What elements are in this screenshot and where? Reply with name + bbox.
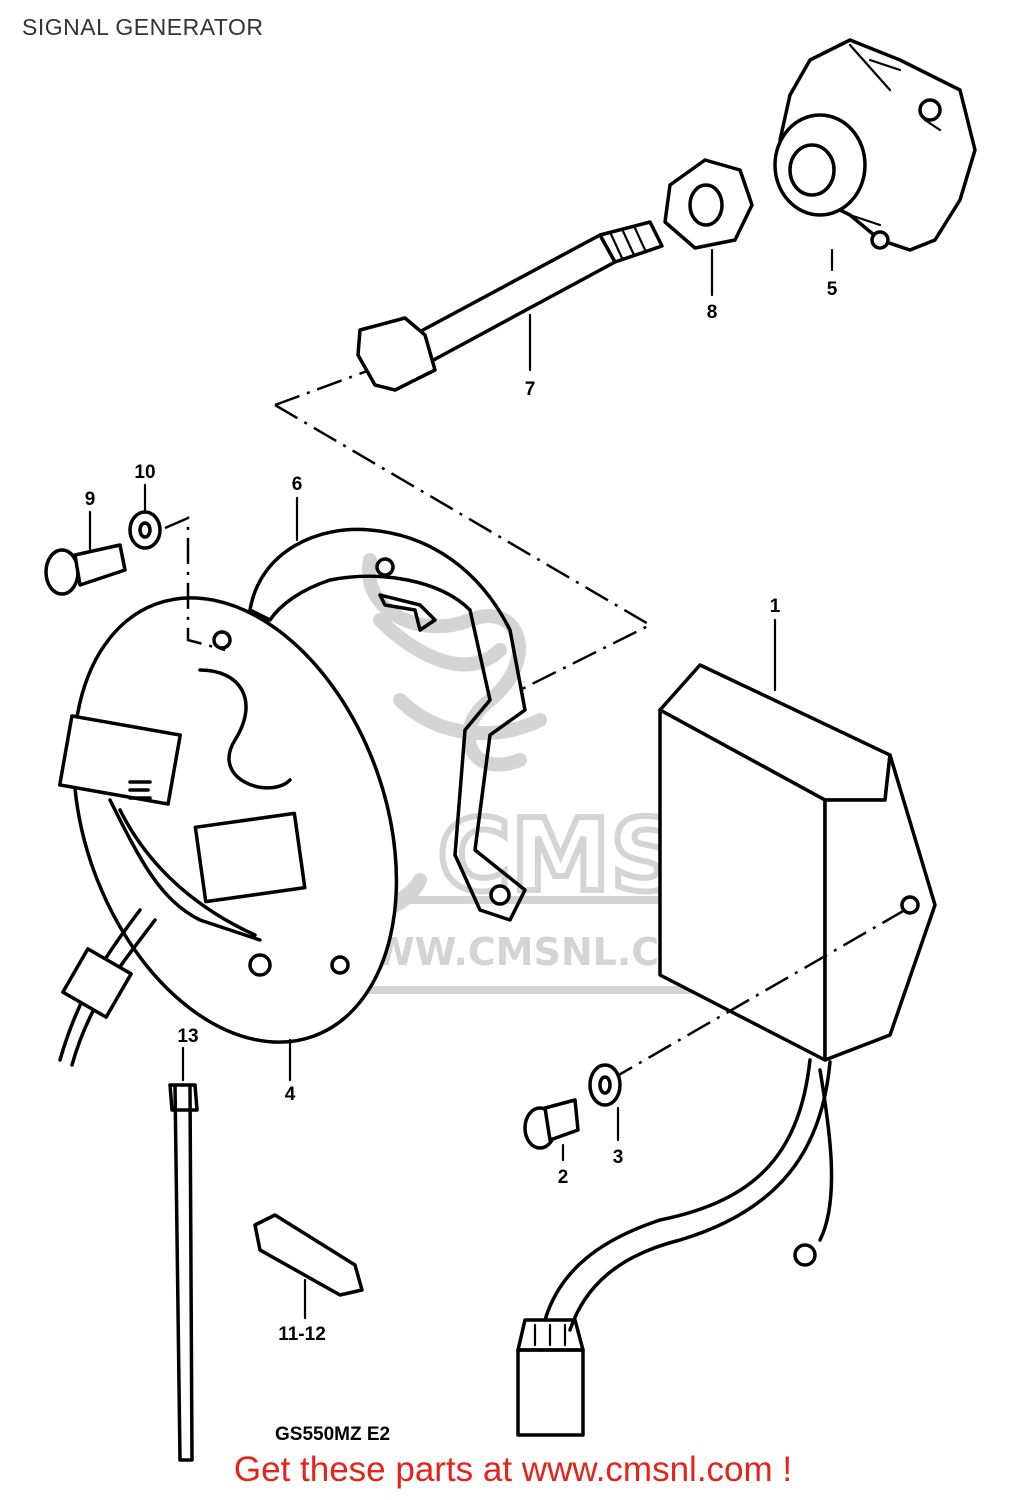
- model-code: GS550MZ E2: [275, 1424, 390, 1445]
- callout-3: 3: [613, 1147, 624, 1168]
- cmsnl-footer-link[interactable]: Get these parts at www.cmsnl.com !: [233, 1450, 793, 1489]
- callout-9: 9: [85, 489, 96, 510]
- callout-10: 10: [134, 462, 155, 483]
- plate-part: [58, 596, 399, 1067]
- clamp-part: [253, 1213, 364, 1297]
- gasket-part: [248, 527, 527, 922]
- plate-screw-part: [44, 543, 127, 596]
- screw-line: [164, 516, 226, 652]
- page-title: SIGNAL GENERATOR: [22, 14, 264, 40]
- cms-watermark: CMS WWW.CMSNL.COM: [296, 553, 764, 994]
- callout-11-12: 11-12: [278, 1324, 326, 1345]
- callout-1: 1: [770, 596, 781, 617]
- shaft-bolt-part: [356, 220, 664, 392]
- unit-part: [516, 663, 937, 1437]
- gasket-tab: [378, 593, 437, 632]
- gasket-hole: [489, 884, 511, 906]
- callout-13: 13: [177, 1026, 198, 1047]
- leader-lines: [88, 248, 834, 1320]
- unit-line: [609, 908, 906, 1082]
- watermark-brand: CMS: [438, 797, 683, 914]
- callout-6: 6: [292, 474, 303, 495]
- band-part: [168, 1083, 199, 1462]
- callout-5: 5: [827, 279, 838, 300]
- callout-8: 8: [707, 302, 718, 323]
- callout-2: 2: [558, 1167, 569, 1188]
- callout-7: 7: [525, 379, 536, 400]
- assembly-line: [274, 368, 653, 692]
- nut-part: [663, 158, 754, 250]
- governor-part: [773, 38, 977, 252]
- screw-part: [523, 1098, 580, 1150]
- gasket-hole: [375, 557, 395, 577]
- washer-part: [588, 1063, 622, 1107]
- plate-washer-part: [128, 510, 162, 550]
- callout-4: 4: [285, 1084, 296, 1105]
